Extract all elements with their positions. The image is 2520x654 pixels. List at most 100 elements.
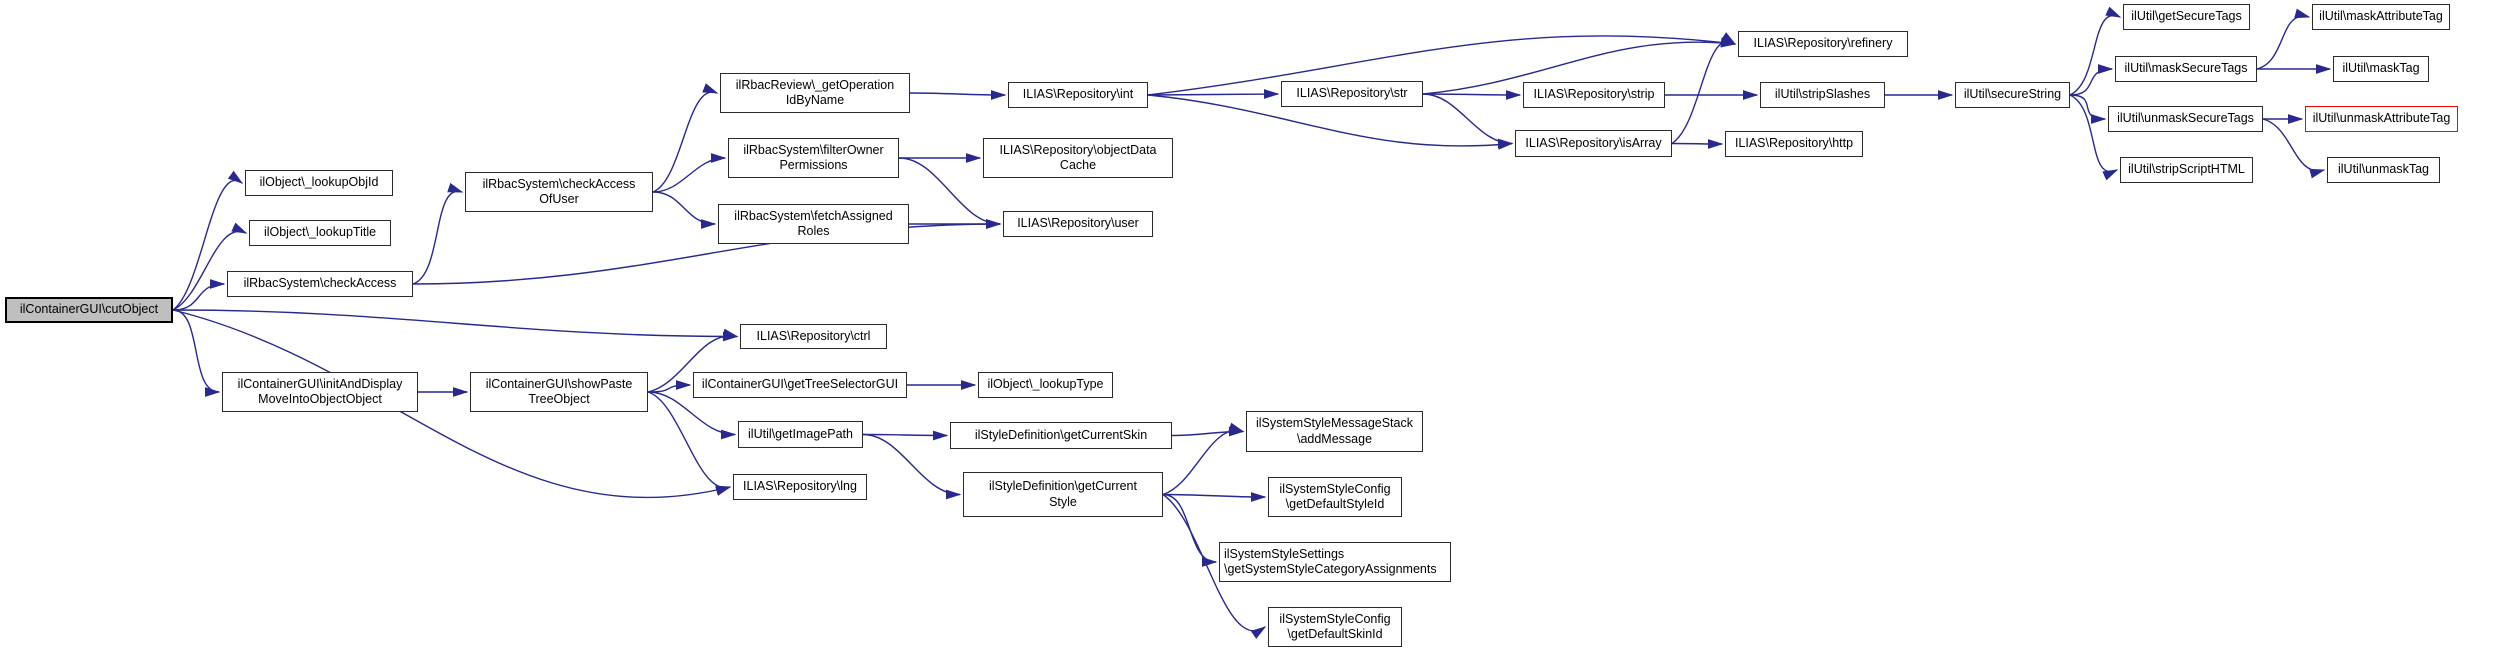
- node-unmaskTag[interactable]: ilUtil\unmaskTag: [2327, 157, 2440, 183]
- node-getSystemStyleCategoryAssignments[interactable]: ilSystemStyleSettings\getSystemStyleCate…: [1219, 542, 1451, 582]
- node-unmaskSecureTags[interactable]: ilUtil\unmaskSecureTags: [2108, 106, 2263, 132]
- node-repoCtrl[interactable]: ILIAS\Repository\ctrl: [740, 324, 887, 349]
- edge-repoInt-repoStr: [1147, 89, 1280, 99]
- edge-cutObject-repoLng: [172, 309, 732, 499]
- node-label: ilUtil\unmaskAttributeTag: [2312, 111, 2451, 126]
- node-addMessage[interactable]: ilSystemStyleMessageStack\addMessage: [1246, 411, 1423, 452]
- node-unmaskAttributeTag[interactable]: ilUtil\unmaskAttributeTag: [2305, 106, 2458, 132]
- node-label: IdByName: [785, 93, 845, 107]
- node-label: ilSystemStyleConfig: [1279, 611, 1391, 626]
- node-label: ILIAS\Repository\isArray: [1525, 135, 1662, 150]
- node-label: ilUtil\maskAttributeTag: [2319, 9, 2443, 24]
- node-maskSecureTags[interactable]: ilUtil\maskSecureTags: [2115, 56, 2257, 82]
- node-label: OfUser: [539, 192, 579, 206]
- edge-cutObject-checkAccess: [172, 279, 226, 311]
- node-repoStr[interactable]: ILIAS\Repository\str: [1281, 81, 1423, 107]
- node-label: \addMessage: [1296, 431, 1373, 446]
- node-secureString[interactable]: ilUtil\secureString: [1955, 82, 2070, 108]
- edge-cutObject-repoCtrl: [172, 309, 739, 342]
- node-label: ilUtil\unmaskSecureTags: [2117, 111, 2254, 126]
- node-label: Roles: [797, 224, 830, 238]
- node-label: ilContainerGUI\getTreeSelectorGUI: [701, 377, 899, 392]
- node-stripSlashes[interactable]: ilUtil\stripSlashes: [1760, 82, 1885, 108]
- edge-secureString-maskSecureTags: [2069, 64, 2114, 96]
- edge-checkAccess-repoUser: [412, 219, 1002, 285]
- edge-isArray-repoHttp: [1671, 139, 1724, 149]
- node-label: \getDefaultSkinId: [1287, 627, 1383, 641]
- node-label: ilObject\_lookupObjId: [259, 175, 379, 190]
- node-getDefaultStyleId[interactable]: ilSystemStyleConfig\getDefaultStyleId: [1268, 477, 1402, 517]
- node-repoHttp[interactable]: ILIAS\Repository\http: [1725, 131, 1863, 157]
- node-label: ilContainerGUI\initAndDisplay: [237, 376, 403, 391]
- edge-secureString-stripScriptHTML: [2069, 94, 2119, 181]
- edge-checkAccessOfUser-fetchAssignedRoles: [652, 191, 717, 229]
- edge-isArray-refinery: [1671, 32, 1737, 145]
- node-lookupType[interactable]: ilObject\_lookupType: [978, 372, 1113, 398]
- node-getDefaultSkinId[interactable]: ilSystemStyleConfig\getDefaultSkinId: [1268, 607, 1402, 647]
- node-label: \getDefaultStyleId: [1285, 497, 1385, 511]
- edge-checkAccessOfUser-getOperationIdByName: [652, 83, 719, 193]
- edge-getImagePath-getCurrentSkin: [862, 430, 949, 441]
- edge-getOperationIdByName-repoInt: [909, 90, 1007, 100]
- node-label: ilSystemStyleMessageStack: [1255, 416, 1413, 431]
- node-label: ilUtil\getImagePath: [748, 426, 853, 441]
- node-getTreeSelectorGUI[interactable]: ilContainerGUI\getTreeSelectorGUI: [693, 372, 907, 398]
- edge-secureString-getSecureTags: [2069, 6, 2122, 96]
- node-label: ILIAS\Repository\refinery: [1753, 36, 1893, 51]
- edge-showPasteTree-getImagePath: [647, 391, 737, 440]
- edge-checkAccess-checkAccessOfUser: [412, 182, 464, 285]
- node-label: \getSystemStyleCategoryAssignments: [1224, 562, 1437, 576]
- node-label: Permissions: [779, 158, 848, 172]
- node-label: ILIAS\Repository\user: [1017, 216, 1139, 231]
- edge-getCurrentSkin-addMessage: [1171, 426, 1245, 437]
- node-label: ilUtil\maskTag: [2342, 61, 2420, 76]
- node-getCurrentSkin[interactable]: ilStyleDefinition\getCurrentSkin: [950, 422, 1172, 449]
- edge-getImagePath-getCurrentStyle: [862, 433, 962, 500]
- node-label: ilStyleDefinition\getCurrent: [989, 479, 1137, 494]
- edge-cutObject-initAndDisplayMove: [172, 309, 221, 397]
- node-getSecureTags[interactable]: ilUtil\getSecureTags: [2123, 4, 2250, 30]
- node-stripScriptHTML[interactable]: ilUtil\stripScriptHTML: [2120, 157, 2253, 183]
- node-repoStrip[interactable]: ILIAS\Repository\strip: [1523, 82, 1665, 108]
- node-label: Cache: [1059, 158, 1097, 172]
- edge-secureString-unmaskSecureTags: [2069, 94, 2107, 124]
- edge-checkAccessOfUser-filterOwnerPermissions: [652, 153, 727, 193]
- node-repoUser[interactable]: ILIAS\Repository\user: [1003, 211, 1153, 237]
- node-label: ilRbacSystem\checkAccess: [243, 276, 397, 291]
- edge-repoStr-isArray: [1422, 93, 1514, 149]
- node-maskTag[interactable]: ilUtil\maskTag: [2333, 56, 2429, 82]
- node-maskAttributeTag[interactable]: ilUtil\maskAttributeTag: [2312, 4, 2450, 30]
- node-label: ilRbacSystem\fetchAssigned: [734, 208, 893, 223]
- edge-repoInt-refinery: [1147, 35, 1737, 96]
- node-label: ilRbacSystem\filterOwner: [743, 142, 884, 157]
- edge-showPasteTree-getTreeSelectorGUI: [647, 380, 692, 393]
- node-cutObject: ilContainerGUI\cutObject: [5, 297, 173, 323]
- node-checkAccess[interactable]: ilRbacSystem\checkAccess: [227, 271, 413, 297]
- node-repoInt[interactable]: ILIAS\Repository\int: [1008, 82, 1148, 108]
- edge-repoStr-repoStrip: [1422, 90, 1522, 100]
- node-repoLng[interactable]: ILIAS\Repository\lng: [733, 474, 867, 500]
- node-isArray[interactable]: ILIAS\Repository\isArray: [1515, 130, 1672, 157]
- node-lookupTitle[interactable]: ilObject\_lookupTitle: [249, 220, 391, 246]
- node-label: ilUtil\secureString: [1963, 87, 2062, 102]
- node-label: ilObject\_lookupType: [987, 377, 1104, 392]
- node-label: ILIAS\Repository\lng: [743, 479, 857, 494]
- node-lookupObjId[interactable]: ilObject\_lookupObjId: [245, 170, 393, 196]
- edge-maskSecureTags-maskAttributeTag: [2256, 8, 2311, 70]
- node-getImagePath[interactable]: ilUtil\getImagePath: [738, 421, 863, 448]
- edge-showPasteTree-repoCtrl: [647, 328, 739, 393]
- node-label: TreeObject: [528, 392, 590, 406]
- edge-repoStr-refinery: [1422, 37, 1737, 95]
- node-refinery[interactable]: ILIAS\Repository\refinery: [1738, 31, 1908, 57]
- node-label: ilContainerGUI\cutObject: [19, 302, 159, 317]
- node-label: ilUtil\getSecureTags: [2131, 9, 2242, 24]
